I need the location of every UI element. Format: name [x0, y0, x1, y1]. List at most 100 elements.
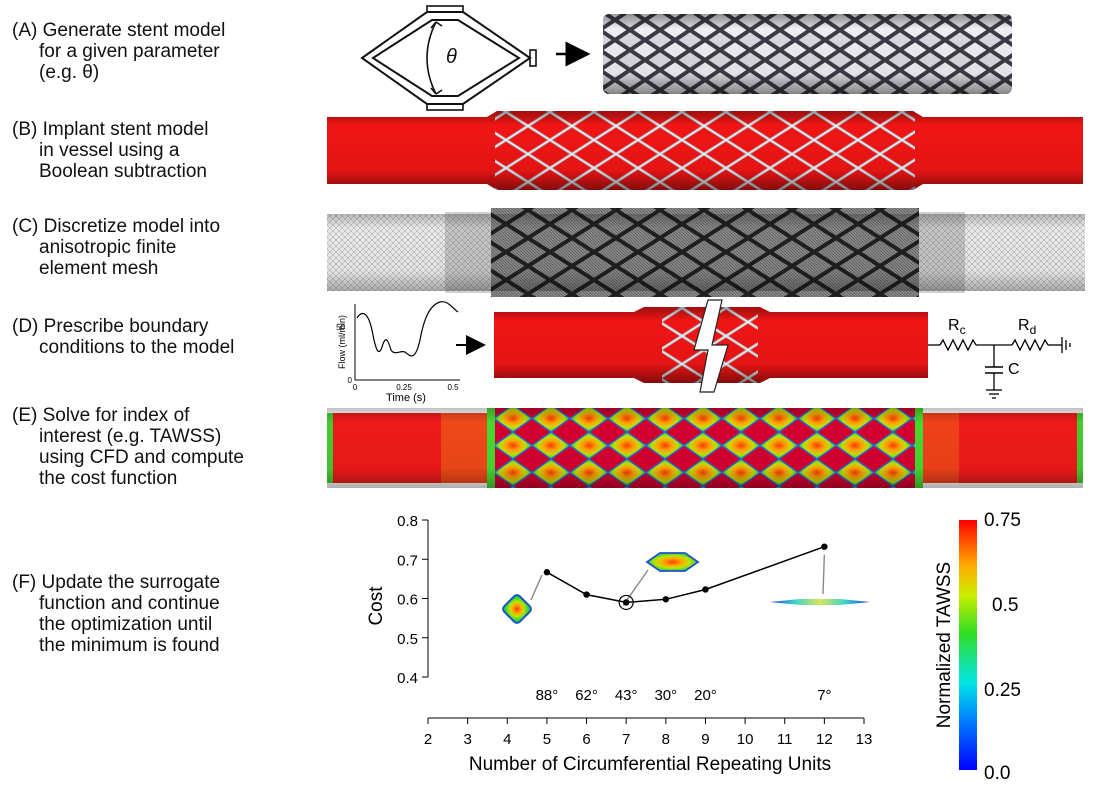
cost-point: [662, 596, 670, 603]
step-e-line-3: using CFD and compute: [39, 447, 244, 468]
step-a: (A) Generate stent model for a given par…: [12, 20, 225, 83]
windkessel-circuit: Rc Rd C: [928, 317, 1071, 399]
x-tick-label: 2: [424, 731, 432, 748]
y-tick-label: 0.8: [397, 513, 418, 530]
x-tick-label: 7: [622, 731, 630, 748]
step-c-line-2: anisotropic finite: [39, 237, 177, 258]
flow-xtick-0: 0: [353, 383, 358, 392]
step-a-line-3: (e.g. θ): [39, 62, 100, 83]
step-e-line-1: Solve for index of: [42, 405, 190, 426]
step-a-line-1: Generate stent model: [42, 20, 226, 41]
c-label: C: [1008, 361, 1020, 378]
step-c-line-1: Discretize model into: [43, 216, 221, 237]
leader-line: [530, 574, 543, 601]
angle-label: 7°: [817, 687, 831, 704]
step-b-label: (B): [12, 119, 38, 140]
step-b: (B) Implant stent model in vessel using …: [12, 119, 208, 182]
x-tick-label: 4: [503, 731, 511, 748]
flow-xtick-05: 0.5: [447, 383, 459, 392]
flow-ylabel: Flow (ml/min): [337, 315, 347, 369]
rd-label: Rd: [1018, 317, 1036, 337]
resistor-rc: [939, 338, 977, 352]
step-d-label: (D): [12, 316, 39, 337]
step-b-line-2: in vessel using a: [39, 140, 180, 161]
vessel-boundary-model: [494, 299, 928, 393]
step-f-line-4: the minimum is found: [39, 635, 220, 656]
y-axis-label: Cost: [366, 586, 387, 626]
y-tick-label: 0.6: [397, 592, 418, 609]
step-c-line-3: element mesh: [39, 258, 159, 279]
leader-line: [822, 554, 826, 595]
angle-label: 62°: [575, 687, 598, 704]
x-tick-label: 6: [582, 731, 590, 748]
cost-point: [622, 599, 630, 606]
vessel-with-stent: [327, 111, 1083, 190]
step-b-line-1: Implant stent model: [42, 119, 209, 140]
theta-symbol: θ: [446, 46, 457, 68]
step-d-line-1: Prescribe boundary: [43, 316, 209, 337]
tawss-inset-12-units: [770, 599, 870, 605]
x-axis-label: Number of Circumferential Repeating Unit…: [469, 754, 831, 775]
tawss-vessel: [327, 408, 1083, 488]
cost-points: [543, 543, 828, 606]
flow-waveform-inset: 50 0 0 0.25 0.5 Time (s) Flow (ml/min): [336, 301, 460, 404]
step-c: (C) Discretize model into anisotropic fi…: [12, 216, 220, 279]
step-e: (E) Solve for index of interest (e.g. TA…: [12, 405, 244, 489]
step-c-label: (C): [12, 216, 39, 237]
x-tick-label: 13: [856, 731, 873, 748]
colorbar-tick-075: 0.75: [984, 510, 1021, 531]
stent-3d-model: [603, 14, 1012, 94]
resistor-rd: [1011, 338, 1049, 352]
cost-point: [702, 586, 709, 593]
cost-series-line: [546, 545, 825, 604]
x-tick-label: 8: [662, 731, 670, 748]
colorbar-tick-025: 0.25: [984, 680, 1021, 701]
rc-label: Rc: [948, 317, 966, 337]
stent-unit-cell: θ: [360, 5, 537, 111]
tawss-inset-4-units: [502, 594, 532, 624]
cost-point: [821, 543, 828, 550]
step-a-line-2: for a given parameter: [39, 41, 220, 62]
y-tick-label: 0.7: [397, 552, 418, 569]
x-tick-label: 10: [737, 731, 754, 748]
flow-ytick-50: 50: [336, 323, 345, 332]
angle-label: 88°: [536, 687, 559, 704]
cost-point: [543, 569, 551, 576]
flow-xtick-025: 0.25: [396, 383, 412, 392]
step-f-line-1: Update the surrogate: [41, 572, 221, 593]
tawss-colorbar: 0.75 0.5 0.25 0.0 Normalized TAWSS: [934, 510, 1021, 784]
y-ticks: 0.40.50.60.70.8: [397, 513, 428, 687]
flow-ytick-0: 0: [348, 376, 353, 385]
colorbar-tick-05: 0.5: [992, 595, 1018, 616]
x-tick-label: 12: [816, 731, 833, 748]
cost-point: [583, 591, 590, 598]
flow-xlabel: Time (s): [386, 392, 426, 404]
finite-element-mesh: [327, 208, 1085, 297]
step-a-label: (A): [12, 20, 38, 41]
break-symbol: [693, 299, 729, 393]
x-tick-label: 9: [701, 731, 709, 748]
colorbar-tick-00: 0.0: [984, 763, 1010, 784]
step-e-line-2: interest (e.g. TAWSS): [39, 426, 222, 447]
y-tick-label: 0.4: [397, 670, 418, 687]
x-tick-label: 11: [777, 731, 793, 748]
tawss-inset-8-units: [645, 552, 700, 572]
step-b-line-3: Boolean subtraction: [39, 161, 207, 182]
step-e-line-4: the cost function: [39, 468, 178, 489]
colorbar-gradient-bar: [959, 520, 977, 770]
step-f-line-2: function and continue: [39, 593, 220, 614]
angle-label: 20°: [694, 687, 717, 704]
step-d: (D) Prescribe boundary conditions to the…: [12, 316, 234, 358]
step-f-line-3: the optimization until: [39, 614, 213, 635]
step-e-label: (E): [12, 405, 38, 426]
angle-label: 30°: [654, 687, 677, 704]
step-f: (F) Update the surrogate function and co…: [12, 572, 220, 656]
step-f-label: (F): [12, 572, 37, 593]
minimum-marker: [618, 594, 634, 611]
angle-labels: 88° 62° 43° 30° 20° 7°: [536, 687, 832, 704]
x-tick-label: 3: [463, 731, 471, 748]
angle-label: 43°: [615, 687, 638, 704]
